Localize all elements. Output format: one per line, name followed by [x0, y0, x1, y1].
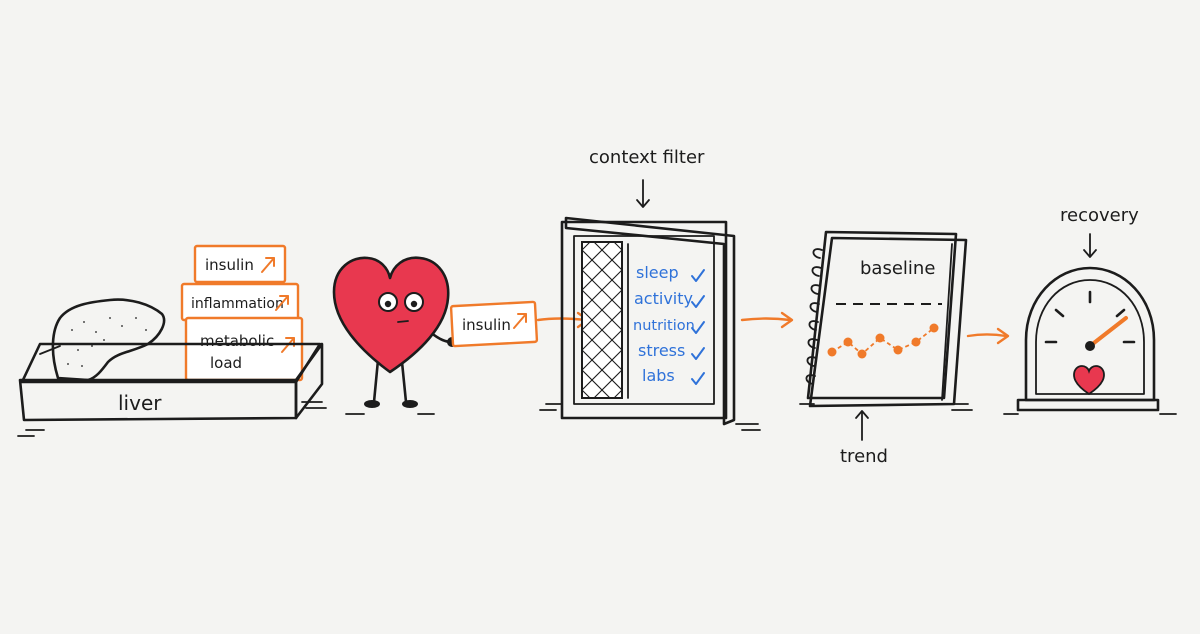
trend-point: [929, 323, 939, 333]
context-filter-group: context filter sleep activit: [539, 147, 761, 431]
filter-inner: [573, 235, 715, 405]
heart-left-leg: [372, 358, 380, 404]
liver-texture: [67, 317, 147, 367]
notebook-ground-marks: [799, 403, 973, 411]
gauge-needle: [1088, 316, 1128, 348]
trend-line-chart: [827, 323, 939, 359]
recovery-title: recovery: [1060, 205, 1139, 226]
arrow-down-icon: [636, 179, 650, 208]
liver-card-metabolic-label: metabolic: [200, 332, 274, 350]
heart-right-leg: [400, 360, 408, 404]
gauge-inner-dial: [1035, 279, 1145, 395]
trend-point: [843, 337, 853, 347]
liver-card-insulin: insulin: [193, 244, 287, 284]
check-icon: [691, 269, 705, 282]
trend-point: [911, 337, 921, 347]
arrow-down-icon: [1083, 233, 1097, 258]
notebook-spiral: [805, 248, 823, 385]
heart-icon: [1073, 365, 1105, 396]
checklist-item-nutrition: nutrition: [633, 318, 695, 334]
check-icon: [691, 347, 705, 360]
gauge-ticks: [1044, 290, 1136, 344]
trend-point: [827, 347, 837, 357]
liver-organ: [51, 298, 166, 382]
arrow-to-notebook: [740, 311, 794, 329]
liver-card-load-label: load: [210, 354, 242, 372]
notebook-page-edge: [941, 243, 953, 401]
tray-inner-edge: [39, 345, 61, 355]
trend-point: [857, 349, 867, 359]
filter-mesh: [581, 241, 623, 399]
heart-held-card-label: insulin: [462, 316, 511, 334]
notebook-caption: trend: [840, 446, 888, 467]
check-icon: [691, 295, 705, 308]
trend-point: [893, 345, 903, 355]
arrow-up-right-icon: [513, 313, 527, 329]
arrow-up-right-icon: [275, 295, 289, 311]
liver-card-insulin-label: insulin: [205, 256, 254, 274]
checklist-item-activity: activity: [634, 289, 693, 308]
check-icon: [691, 321, 705, 334]
heart-left-foot: [364, 400, 380, 408]
notebook-title: baseline: [860, 258, 935, 279]
gauge-housing: [1024, 266, 1156, 402]
heart-character: insulin: [332, 256, 539, 415]
checklist-item-stress: stress: [638, 341, 685, 360]
notebook-page: [806, 230, 958, 400]
heart-right-foot: [402, 400, 418, 408]
filter-checklist: sleep activity nutrition stress labs: [633, 263, 705, 385]
gauge-base: [1016, 398, 1160, 412]
filter-ground-marks: [539, 403, 761, 431]
trend-point: [875, 333, 885, 343]
arrow-to-gauge: [966, 327, 1010, 345]
liver-tray-group: insulin inflammation metabolic load live…: [17, 244, 327, 437]
arrow-up-icon: [855, 410, 869, 441]
filter-frame: [560, 220, 728, 420]
liver-card-inflammation: inflammation: [180, 282, 300, 322]
context-filter-title: context filter: [589, 147, 705, 168]
notebook-group: baseline trend: [799, 230, 973, 467]
checklist-item-labs: labs: [642, 366, 675, 385]
liver-card-inflammation-label: inflammation: [191, 296, 284, 312]
recovery-gauge-group: recovery: [1003, 205, 1177, 415]
filter-frame-depth: [564, 216, 736, 426]
heart-eyes: [378, 292, 424, 312]
tray-ground-marks: [17, 401, 327, 437]
liver-tray-label: liver: [118, 391, 162, 415]
heart-body: [332, 256, 450, 374]
gauge-pivot: [1085, 341, 1095, 351]
tray-side: [294, 342, 324, 420]
checklist-item-sleep: sleep: [636, 263, 679, 282]
heart-mouth: [397, 320, 409, 323]
check-icon: [691, 372, 705, 385]
heart-held-card: insulin: [449, 300, 539, 348]
arrow-up-right-icon: [261, 257, 275, 273]
liver-card-metabolic-load: metabolic load: [184, 316, 304, 382]
